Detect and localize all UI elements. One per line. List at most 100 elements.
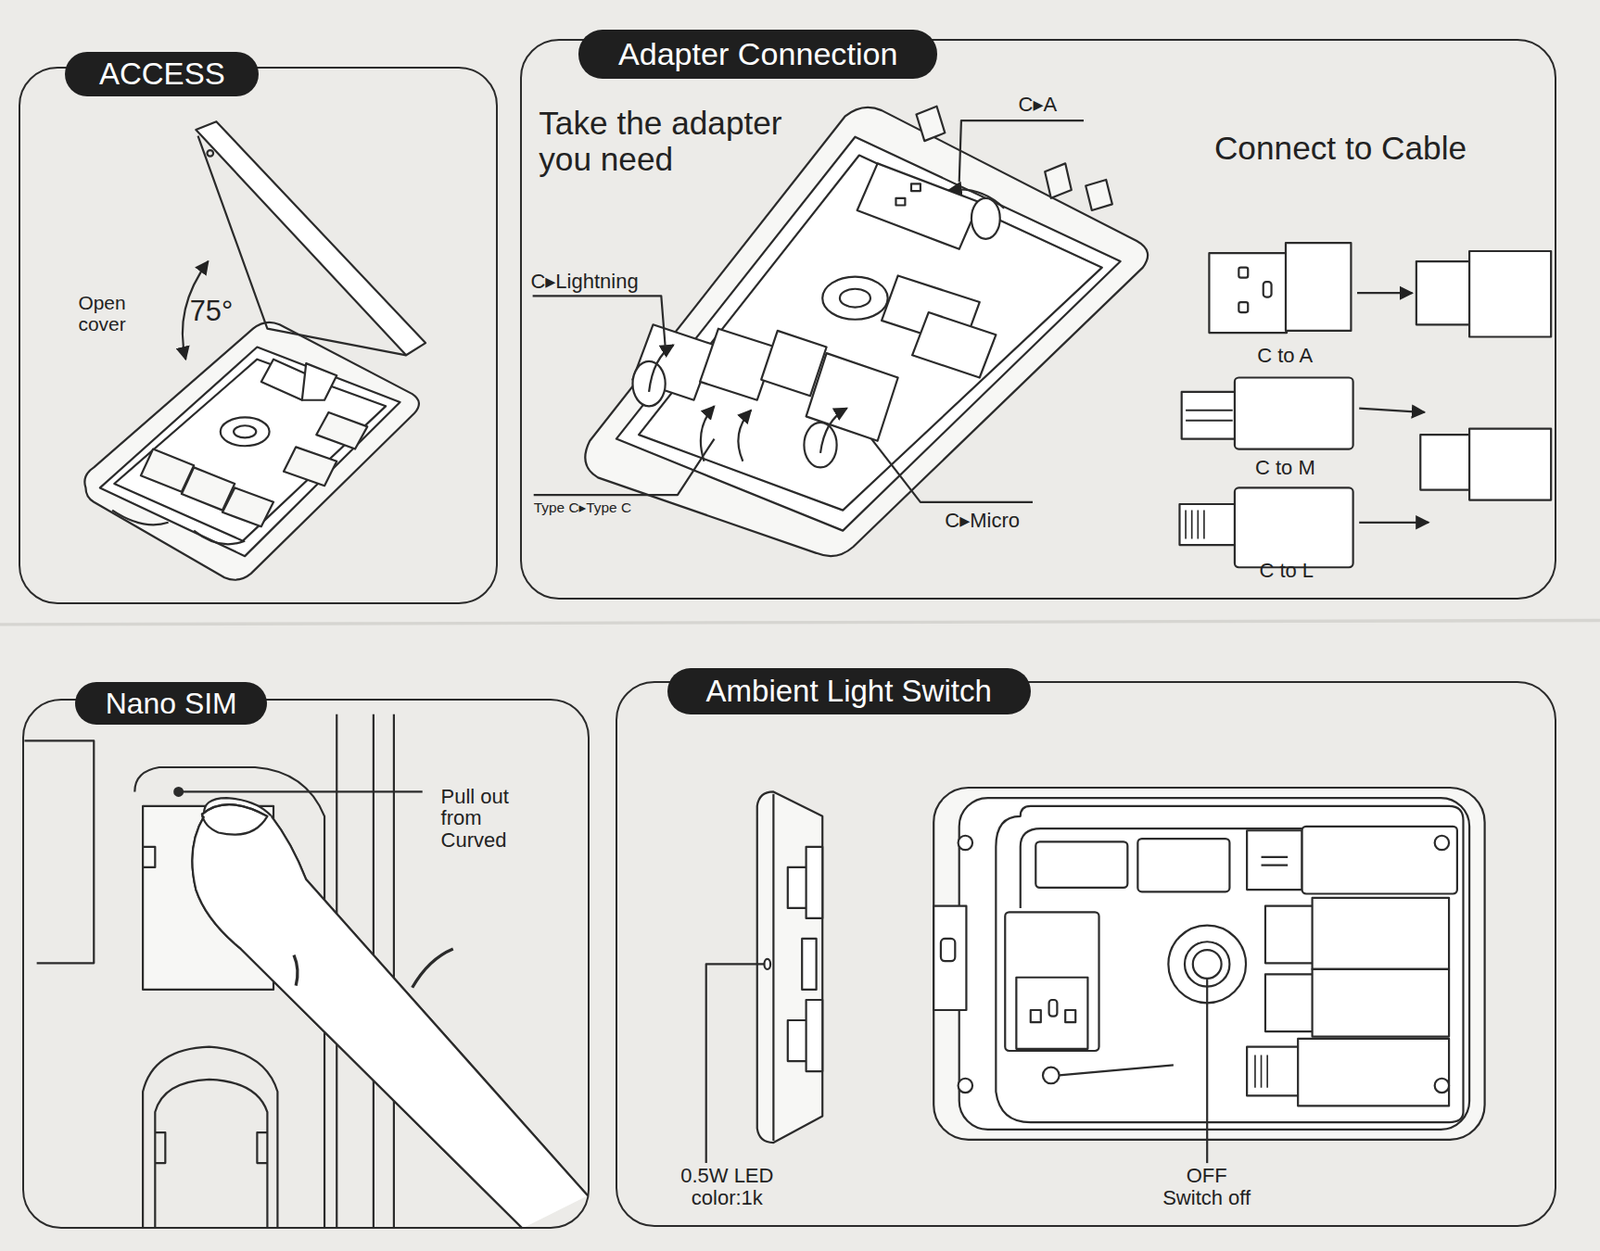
- ambient-light-illustration-shape: [1065, 1010, 1076, 1023]
- access-illustration-shape: [302, 363, 337, 401]
- adapter-illustration-shape: [1469, 429, 1551, 501]
- annotation-label: C to A: [1257, 344, 1313, 368]
- adapter-illustration-shape: [871, 439, 1033, 503]
- instruction-panel: Nano SIM: [22, 698, 590, 1230]
- ambient-light-illustration-shape: [1265, 906, 1315, 965]
- access-illustration-shape: [112, 510, 169, 526]
- ambient-light-illustration-shape: [1261, 857, 1289, 866]
- adapter-illustration: [533, 83, 1552, 568]
- annotation-label: 75°: [190, 295, 234, 327]
- access-illustration-shape: [114, 359, 386, 542]
- access-illustration: [84, 121, 426, 581]
- adapter-illustration-shape: [1208, 253, 1287, 333]
- ambient-light-illustration-shape: [1246, 1047, 1300, 1097]
- ambient-light-illustration-shape: [1015, 977, 1088, 1050]
- annotation-label: Connect to Cable: [1214, 130, 1467, 166]
- adapter-illustration-shape: [912, 312, 996, 378]
- adapter-illustration-shape: [632, 361, 665, 407]
- instruction-panel: Ambient Light Switch: [615, 681, 1557, 1228]
- ambient-light-illustration-shape: [995, 806, 1463, 1123]
- ambient-light-illustration-shape: [1030, 1010, 1042, 1023]
- ambient-light-illustration-shape: [1246, 830, 1302, 890]
- ambient-light-illustration-shape: [933, 906, 966, 1011]
- adapter-illustration-shape: [1469, 251, 1551, 337]
- access-illustration-shape: [283, 446, 337, 486]
- adapter-illustration-shape: [1238, 302, 1248, 313]
- adapter-illustration-shape: [1416, 261, 1472, 325]
- adapter-illustration-shape: [1179, 504, 1237, 546]
- annotation-label: C▸Lightning: [530, 270, 638, 293]
- ambient-light-illustration-shape: [806, 1000, 824, 1072]
- adapter-illustration-shape: [839, 289, 871, 308]
- ambient-light-illustration-shape: [1312, 898, 1450, 970]
- adapter-illustration-shape: [1185, 510, 1205, 540]
- nano-sim-illustration-shape: [154, 1132, 267, 1164]
- adapter-illustration-shape: [803, 422, 837, 468]
- nano-sim-illustration-shape: [154, 1079, 267, 1230]
- adapter-illustration-shape: [1263, 281, 1272, 298]
- adapter-illustration-shape: [533, 439, 715, 496]
- ambient-light-illustration-shape: [772, 794, 775, 1142]
- ambient-light-illustration-shape: [1434, 836, 1449, 851]
- adapter-illustration-shape: [699, 329, 775, 401]
- ambient-light-illustration-shape: [1059, 1065, 1174, 1076]
- adapter-illustration-shape: [895, 198, 905, 206]
- adapter-illustration-shape: [1357, 292, 1412, 294]
- annotation-label: Open cover: [67, 292, 138, 335]
- adapter-illustration-shape: [1420, 434, 1472, 490]
- annotation-label: C▸Micro: [944, 509, 1020, 533]
- access-illustration-shape: [233, 425, 256, 438]
- annotation-label: C to M: [1255, 457, 1316, 480]
- access-illustration-shape: [206, 150, 214, 157]
- annotation-label: 0.5W LED color:1k: [668, 1165, 787, 1210]
- adapter-illustration-shape: [648, 344, 674, 393]
- access-illustration-shape: [222, 487, 274, 527]
- nano-sim-illustration-shape: [174, 787, 183, 797]
- section-title-tab: Ambient Light Switch: [667, 668, 1031, 716]
- adapter-illustration-shape: [1085, 179, 1113, 211]
- adapter-illustration-shape: [737, 410, 751, 462]
- adapter-illustration-shape: [822, 277, 888, 320]
- adapter-illustration-shape: [820, 408, 848, 454]
- ambient-light-illustration-shape: [958, 1079, 973, 1093]
- adapter-illustration-shape: [1044, 163, 1072, 198]
- adapter-illustration-shape: [1234, 487, 1354, 568]
- annotation-label: Pull out from Curved: [441, 786, 534, 852]
- ambient-light-illustration-shape: [933, 787, 1485, 1141]
- ambient-light-illustration: [706, 787, 1486, 1164]
- nano-sim-illustration-shape: [191, 816, 588, 1230]
- ambient-light-illustration-shape: [940, 939, 955, 962]
- ambient-light-illustration-shape: [806, 847, 824, 919]
- adapter-illustration-shape: [1238, 267, 1248, 279]
- ambient-light-illustration-shape: [1193, 950, 1222, 979]
- ambient-light-illustration-shape: [1255, 1054, 1268, 1088]
- ambient-light-illustration-shape: [1434, 1079, 1449, 1093]
- adapter-illustration-shape: [1358, 521, 1429, 524]
- access-illustration-shape: [84, 322, 420, 581]
- access-illustration-shape: [100, 346, 401, 557]
- access-illustration-shape: [220, 417, 270, 446]
- ambient-light-illustration-shape: [959, 798, 1470, 1131]
- ambient-light-illustration-shape: [1206, 978, 1208, 1164]
- section-title-tab: Nano SIM: [75, 682, 267, 725]
- adapter-illustration-shape: [1285, 242, 1351, 331]
- ambient-light-illustration-shape: [958, 836, 973, 851]
- ambient-light-illustration-shape: [1042, 1067, 1060, 1085]
- adapter-illustration-shape: [857, 163, 980, 249]
- nano-sim-illustration-shape: [271, 816, 588, 1196]
- adapter-illustration-shape: [1234, 378, 1354, 450]
- adapter-illustration-shape: [911, 183, 921, 191]
- nano-sim-illustration-shape: [24, 740, 94, 964]
- nano-sim-illustration-shape: [142, 1047, 278, 1230]
- annotation-label: Take the adapter you need: [538, 105, 814, 177]
- adapter-illustration-shape: [1358, 408, 1424, 413]
- access-illustration-shape: [316, 412, 368, 450]
- ambient-light-illustration-shape: [1302, 826, 1458, 895]
- ambient-light-illustration-shape: [1312, 969, 1450, 1038]
- ambient-light-illustration-shape: [1004, 912, 1099, 1052]
- nano-sim-illustration-shape: [293, 955, 298, 987]
- ambient-light-illustration-shape: [706, 964, 765, 1164]
- annotation-label: Type C▸Type C: [533, 500, 632, 517]
- nano-sim-illustration-shape: [142, 847, 155, 868]
